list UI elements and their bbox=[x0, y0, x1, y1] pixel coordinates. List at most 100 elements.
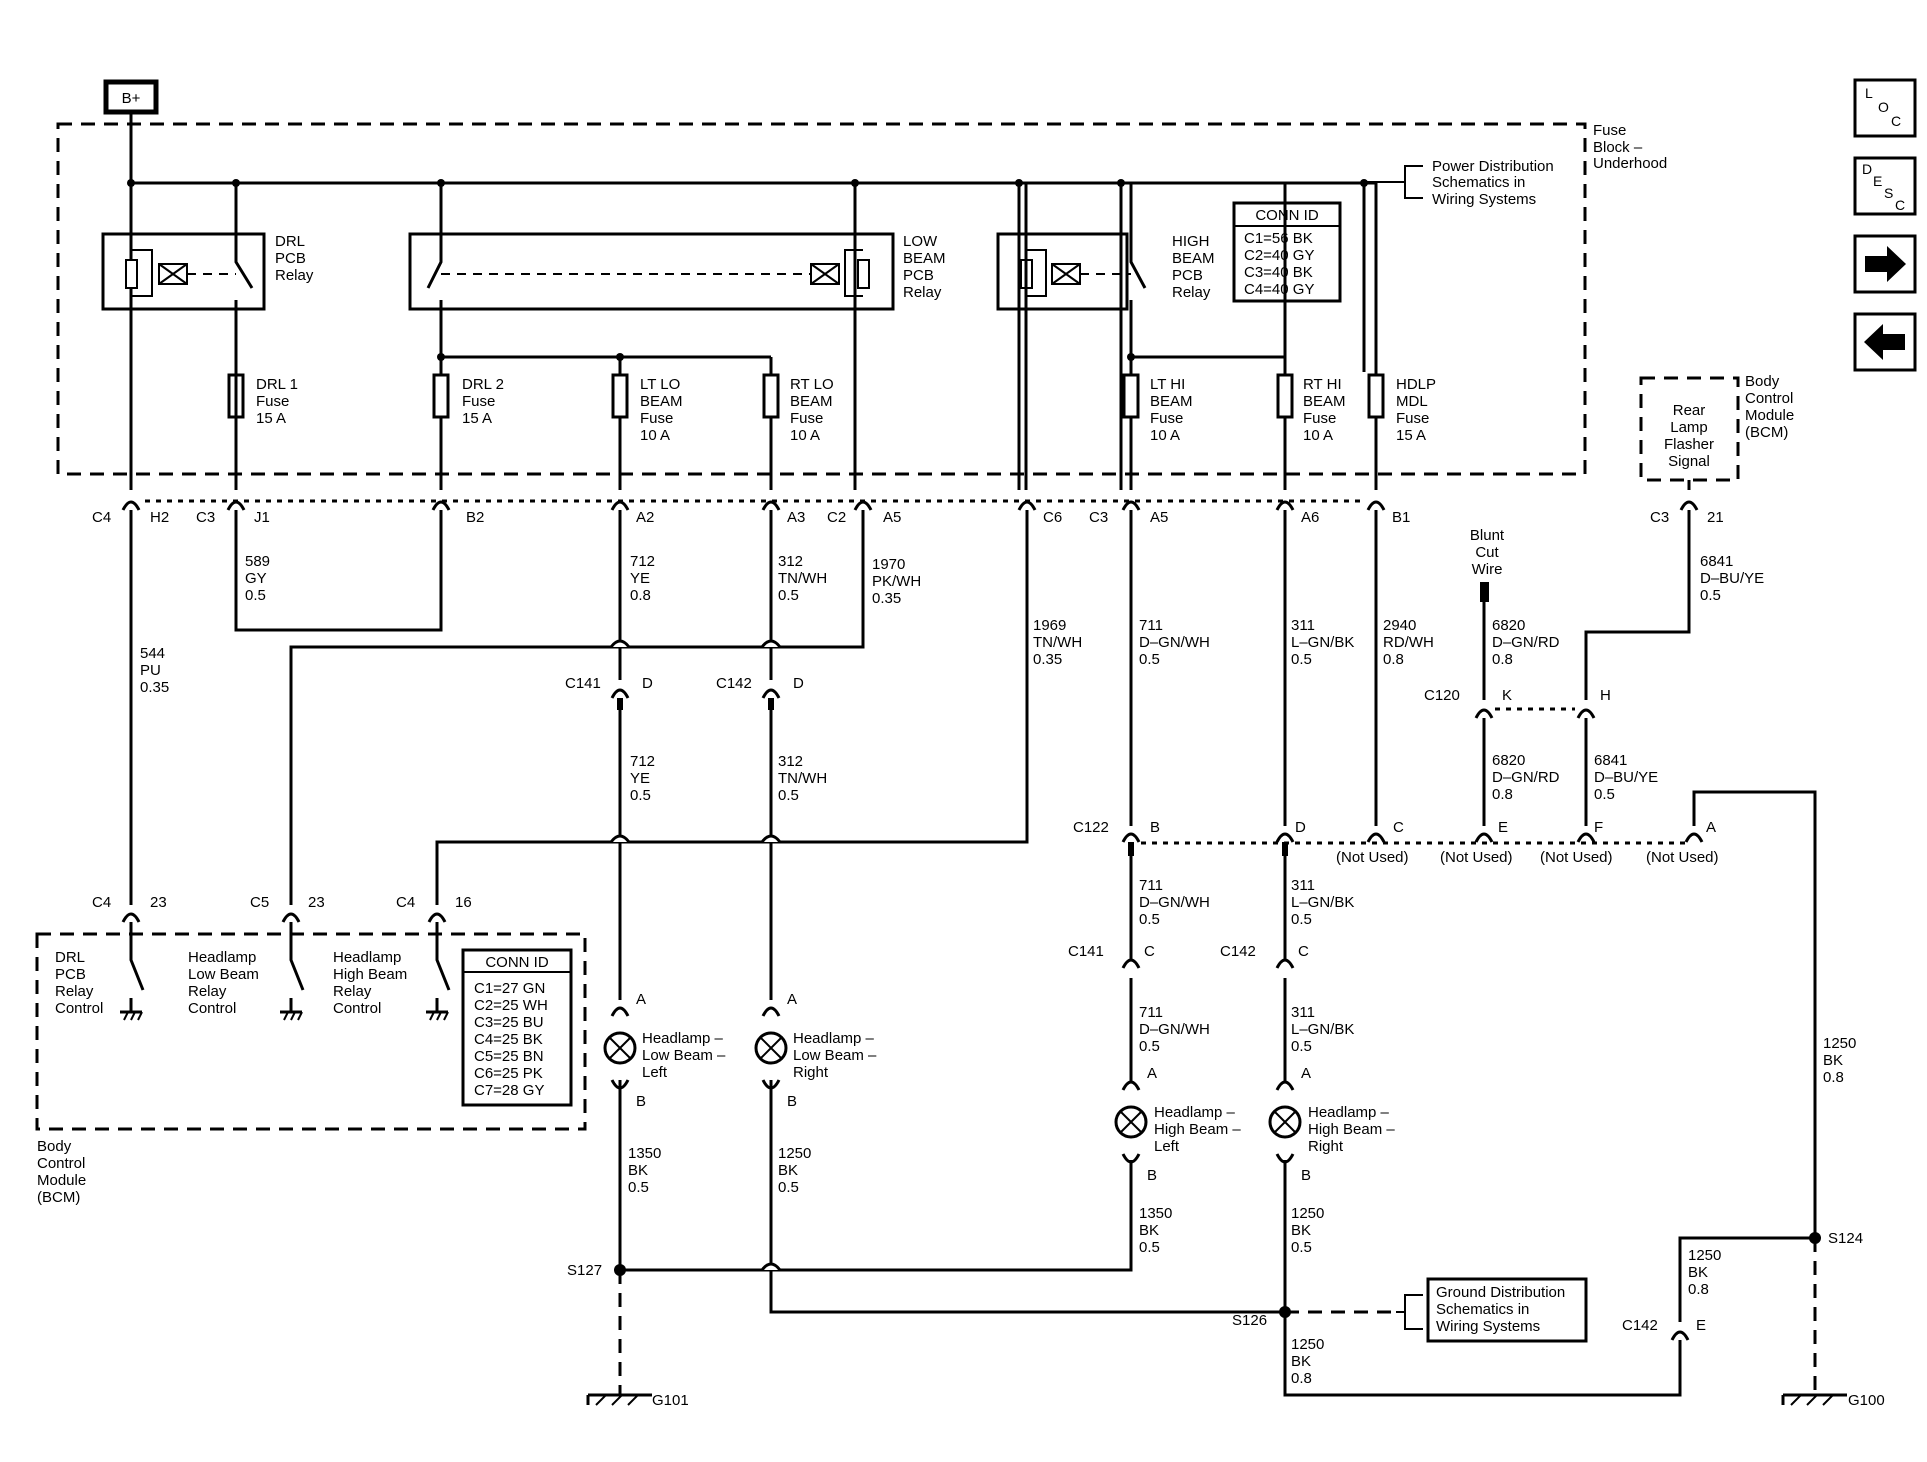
arrow-left-icon bbox=[1864, 324, 1905, 360]
wires bbox=[129, 510, 1817, 1397]
c141-top: C141 D bbox=[565, 675, 653, 710]
svg-text:H2: H2 bbox=[150, 509, 169, 526]
fb-pin-c6: C6 bbox=[1017, 500, 1062, 526]
arrow-right-icon bbox=[1865, 246, 1906, 282]
splice-s124: S124 bbox=[1828, 1230, 1863, 1247]
svg-text:23: 23 bbox=[308, 894, 325, 911]
svg-text:A: A bbox=[1301, 1065, 1311, 1082]
svg-text:A3: A3 bbox=[787, 509, 805, 526]
ground-distribution-box bbox=[1426, 1277, 1588, 1343]
ground-g101-label: G101 bbox=[652, 1392, 689, 1409]
svg-text:C: C bbox=[1298, 943, 1309, 960]
fuse-block-feeds bbox=[853, 183, 1366, 490]
svg-text:A5: A5 bbox=[1150, 509, 1168, 526]
description-button[interactable]: DESC bbox=[1853, 156, 1917, 216]
location-button[interactable]: LOC bbox=[1853, 78, 1917, 138]
svg-text:A: A bbox=[787, 991, 797, 1008]
svg-text:C2: C2 bbox=[827, 509, 846, 526]
fb-pin-a6: A6 bbox=[1275, 500, 1319, 526]
svg-text:23: 23 bbox=[150, 894, 167, 911]
svg-text:C4: C4 bbox=[92, 509, 111, 526]
fb-pin-a3: A3 bbox=[761, 500, 805, 526]
fuse-block-outline bbox=[56, 122, 1587, 476]
svg-text:K: K bbox=[1502, 687, 1512, 704]
splice-s127: S127 bbox=[567, 1262, 602, 1279]
fuse-block-conn-id-table: CONN ID C1=56 BK C2=40 GY C3=40 BK C4=40… bbox=[1232, 201, 1342, 303]
svg-text:B2: B2 bbox=[466, 509, 484, 526]
headlamp-low-right: AB Headlamp –Low Beam –Right bbox=[754, 991, 877, 1110]
ground-g100-icon bbox=[1781, 1393, 1847, 1406]
svg-text:C142: C142 bbox=[1622, 1317, 1658, 1334]
svg-text:C6: C6 bbox=[1043, 509, 1062, 526]
bcm-conn-id-table: CONN ID C1=27 GN C2=25 WH C3=25 BU C4=25… bbox=[461, 948, 573, 1107]
svg-text:J1: J1 bbox=[254, 509, 270, 526]
svg-text:(Not Used): (Not Used) bbox=[1540, 849, 1613, 866]
svg-text:C122: C122 bbox=[1073, 819, 1109, 836]
relay-output-bus bbox=[441, 355, 1287, 372]
next-page-button[interactable] bbox=[1853, 234, 1917, 294]
previous-page-button[interactable] bbox=[1853, 312, 1917, 372]
power-distribution-link[interactable]: Power Distribution Schematics in Wiring … bbox=[1432, 158, 1558, 208]
svg-text:D: D bbox=[642, 675, 653, 692]
svg-text:B: B bbox=[787, 1093, 797, 1110]
headlamp-low-left: AB Headlamp –Low Beam –Left bbox=[603, 991, 726, 1110]
svg-text:C1=56 BK C2=40 GY: C1=56 BK C2=40 GY C3=40 BK C4=40 GY bbox=[1244, 230, 1318, 298]
svg-text:A: A bbox=[1147, 1065, 1157, 1082]
svg-text:B: B bbox=[1301, 1167, 1311, 1184]
svg-text:A: A bbox=[636, 991, 646, 1008]
svg-text:C142: C142 bbox=[716, 675, 752, 692]
ground-g100-label: G100 bbox=[1848, 1392, 1885, 1409]
svg-text:E: E bbox=[1498, 819, 1508, 836]
svg-text:B: B bbox=[1150, 819, 1160, 836]
headlamp-high-left: AB Headlamp –High Beam –Left bbox=[1114, 1065, 1241, 1184]
svg-text:16: 16 bbox=[455, 894, 472, 911]
svg-text:A6: A6 bbox=[1301, 509, 1319, 526]
svg-text:E: E bbox=[1696, 1317, 1706, 1334]
svg-text:C: C bbox=[1144, 943, 1155, 960]
splice-s126: S126 bbox=[1232, 1312, 1267, 1329]
svg-text:C141: C141 bbox=[565, 675, 601, 692]
svg-text:C1=27 GN C2=25 WH: C1=27 GN C2=25 WH C3=25 BU C4=25 BK C5=2… bbox=[474, 980, 552, 1099]
